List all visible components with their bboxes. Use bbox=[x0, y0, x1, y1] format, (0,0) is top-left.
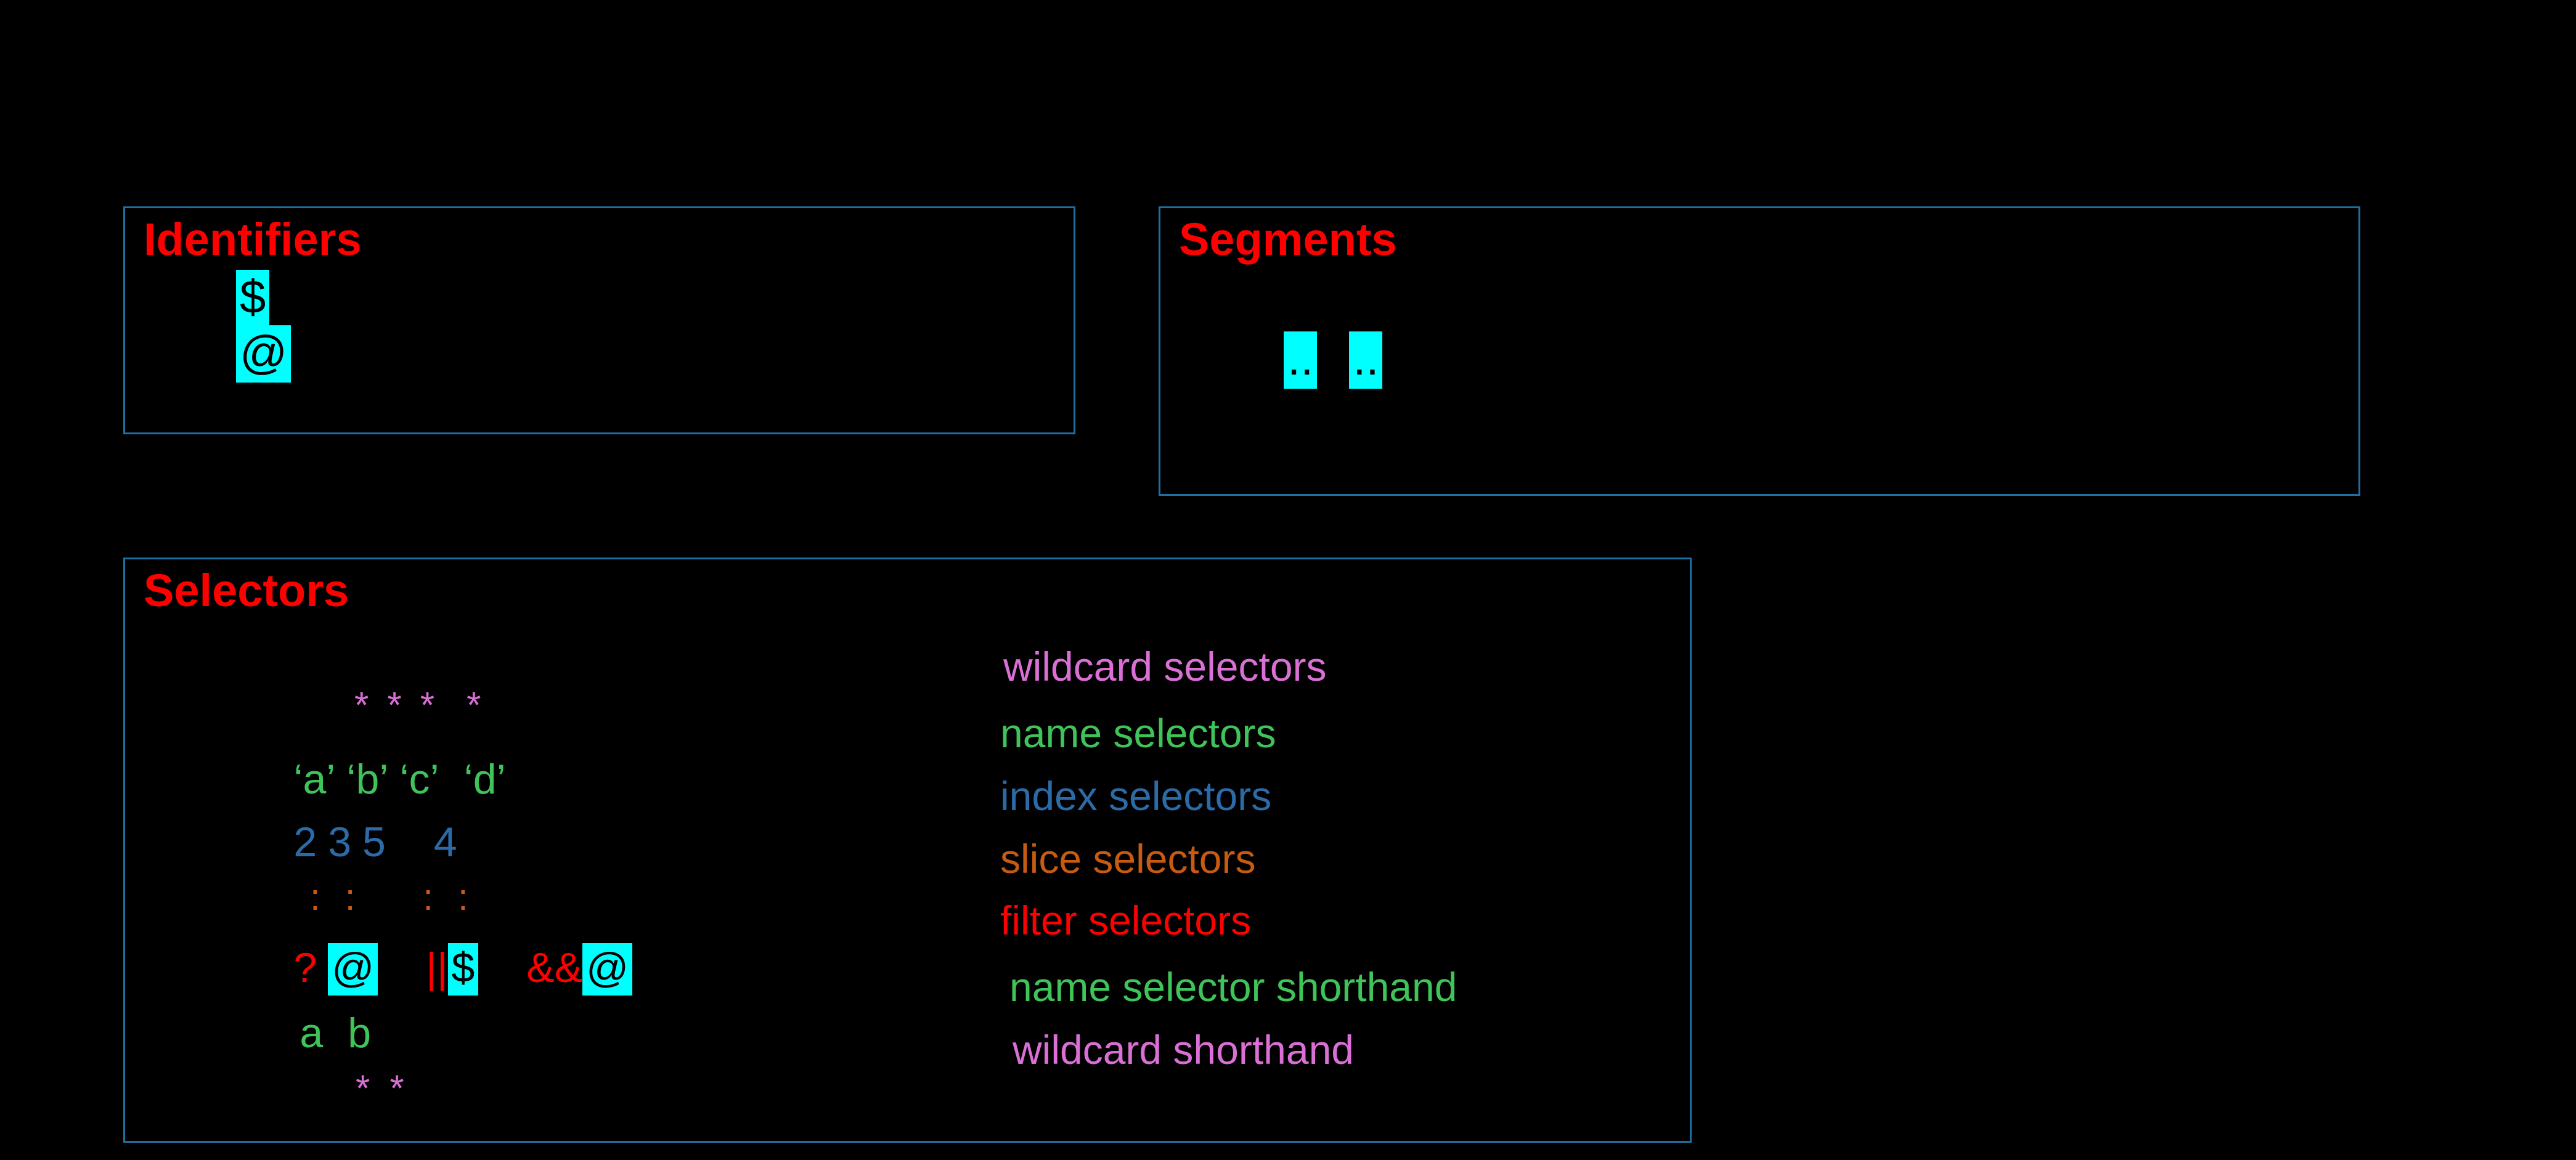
identifier-current-token: @ bbox=[236, 325, 291, 383]
name-token-1: ‘a’ bbox=[293, 756, 336, 803]
name-selector-tokens: ‘a’‘b’‘c’ ‘d’ bbox=[224, 712, 506, 847]
name-token-3: ‘c’ bbox=[399, 756, 439, 803]
filter-or-operator-token: || bbox=[426, 944, 448, 992]
wildcard-selectors-label: wildcard selectors bbox=[1003, 644, 1327, 689]
name-shorthand-token-1: a bbox=[300, 1010, 324, 1057]
index-token-2: 3 bbox=[328, 819, 352, 866]
wildcard-token-1: * bbox=[354, 684, 377, 726]
root-identifier-token: $ bbox=[236, 270, 270, 328]
selector-row-name: ‘a’‘b’‘c’ ‘d’ name selectors bbox=[125, 710, 1690, 803]
filter-question-token: ? bbox=[293, 944, 317, 992]
slice-token-3: : bbox=[423, 877, 434, 918]
wildcard-shorthand-label: wildcard shorthand bbox=[1013, 1027, 1354, 1073]
wildcard-shorthand-token-2: * bbox=[389, 1068, 413, 1109]
filter-and-operator-token: && bbox=[526, 944, 583, 992]
index-selectors-label: index selectors bbox=[1000, 773, 1272, 819]
filter-selectors-label: filter selectors bbox=[1000, 898, 1252, 943]
index-token-3: 5 bbox=[362, 819, 386, 866]
name-token-2: ‘b’ bbox=[346, 756, 389, 803]
filter-current-token-1: @ bbox=[328, 943, 378, 996]
selector-row-slice: :::: slice selectors bbox=[125, 836, 1690, 918]
selectors-panel: Selectors **** wildcard selectors ‘a’‘b’… bbox=[123, 558, 1692, 1143]
wildcard-token-3: * bbox=[420, 684, 442, 726]
filter-selector-tokens: ?@||$&&@ bbox=[224, 899, 633, 1039]
identifiers-panel: Identifiers $ @ bbox=[123, 206, 1075, 434]
current-identifier-token: @ bbox=[236, 325, 291, 383]
name-token-4: ‘d’ bbox=[463, 756, 506, 803]
selector-row-filter: ?@||$&&@ filter selectors bbox=[125, 898, 1690, 996]
identifiers-panel-title: Identifiers bbox=[144, 214, 362, 265]
index-token-1: 2 bbox=[293, 819, 317, 866]
wildcard-token-4: * bbox=[467, 684, 489, 726]
slice-token-2: : bbox=[344, 877, 356, 918]
slice-selectors-label: slice selectors bbox=[1000, 836, 1256, 882]
slice-token-4: : bbox=[458, 877, 468, 918]
segment-tokens-row: .... bbox=[1284, 331, 1383, 389]
segments-panel: Segments .... bbox=[1159, 206, 2360, 496]
selectors-panel-title: Selectors bbox=[144, 565, 349, 616]
slice-token-1: : bbox=[310, 877, 320, 918]
filter-current-token-2: @ bbox=[582, 943, 633, 996]
selector-row-wildcard-shorthand: ** wildcard shorthand bbox=[125, 1027, 1690, 1109]
name-selectors-label: name selectors bbox=[1000, 710, 1276, 756]
wildcard-selector-tokens: **** bbox=[248, 646, 488, 765]
name-selector-shorthand-label: name selector shorthand bbox=[1009, 964, 1457, 1010]
descendant-segment-token-1: .. bbox=[1284, 331, 1318, 389]
selector-row-wildcard: **** wildcard selectors bbox=[125, 644, 1690, 726]
wildcard-shorthand-token-1: * bbox=[356, 1068, 379, 1109]
wildcard-shorthand-tokens: ** bbox=[242, 1029, 413, 1148]
filter-root-token: $ bbox=[447, 943, 479, 996]
segments-panel-title: Segments bbox=[1179, 214, 1397, 265]
slice-selector-tokens: :::: bbox=[248, 838, 468, 957]
wildcard-token-2: * bbox=[387, 684, 409, 726]
name-shorthand-token-2: b bbox=[348, 1010, 372, 1057]
identifier-root-token: $ bbox=[236, 270, 270, 328]
descendant-segment-token-2: .. bbox=[1349, 331, 1383, 389]
index-token-4: 4 bbox=[433, 819, 457, 866]
